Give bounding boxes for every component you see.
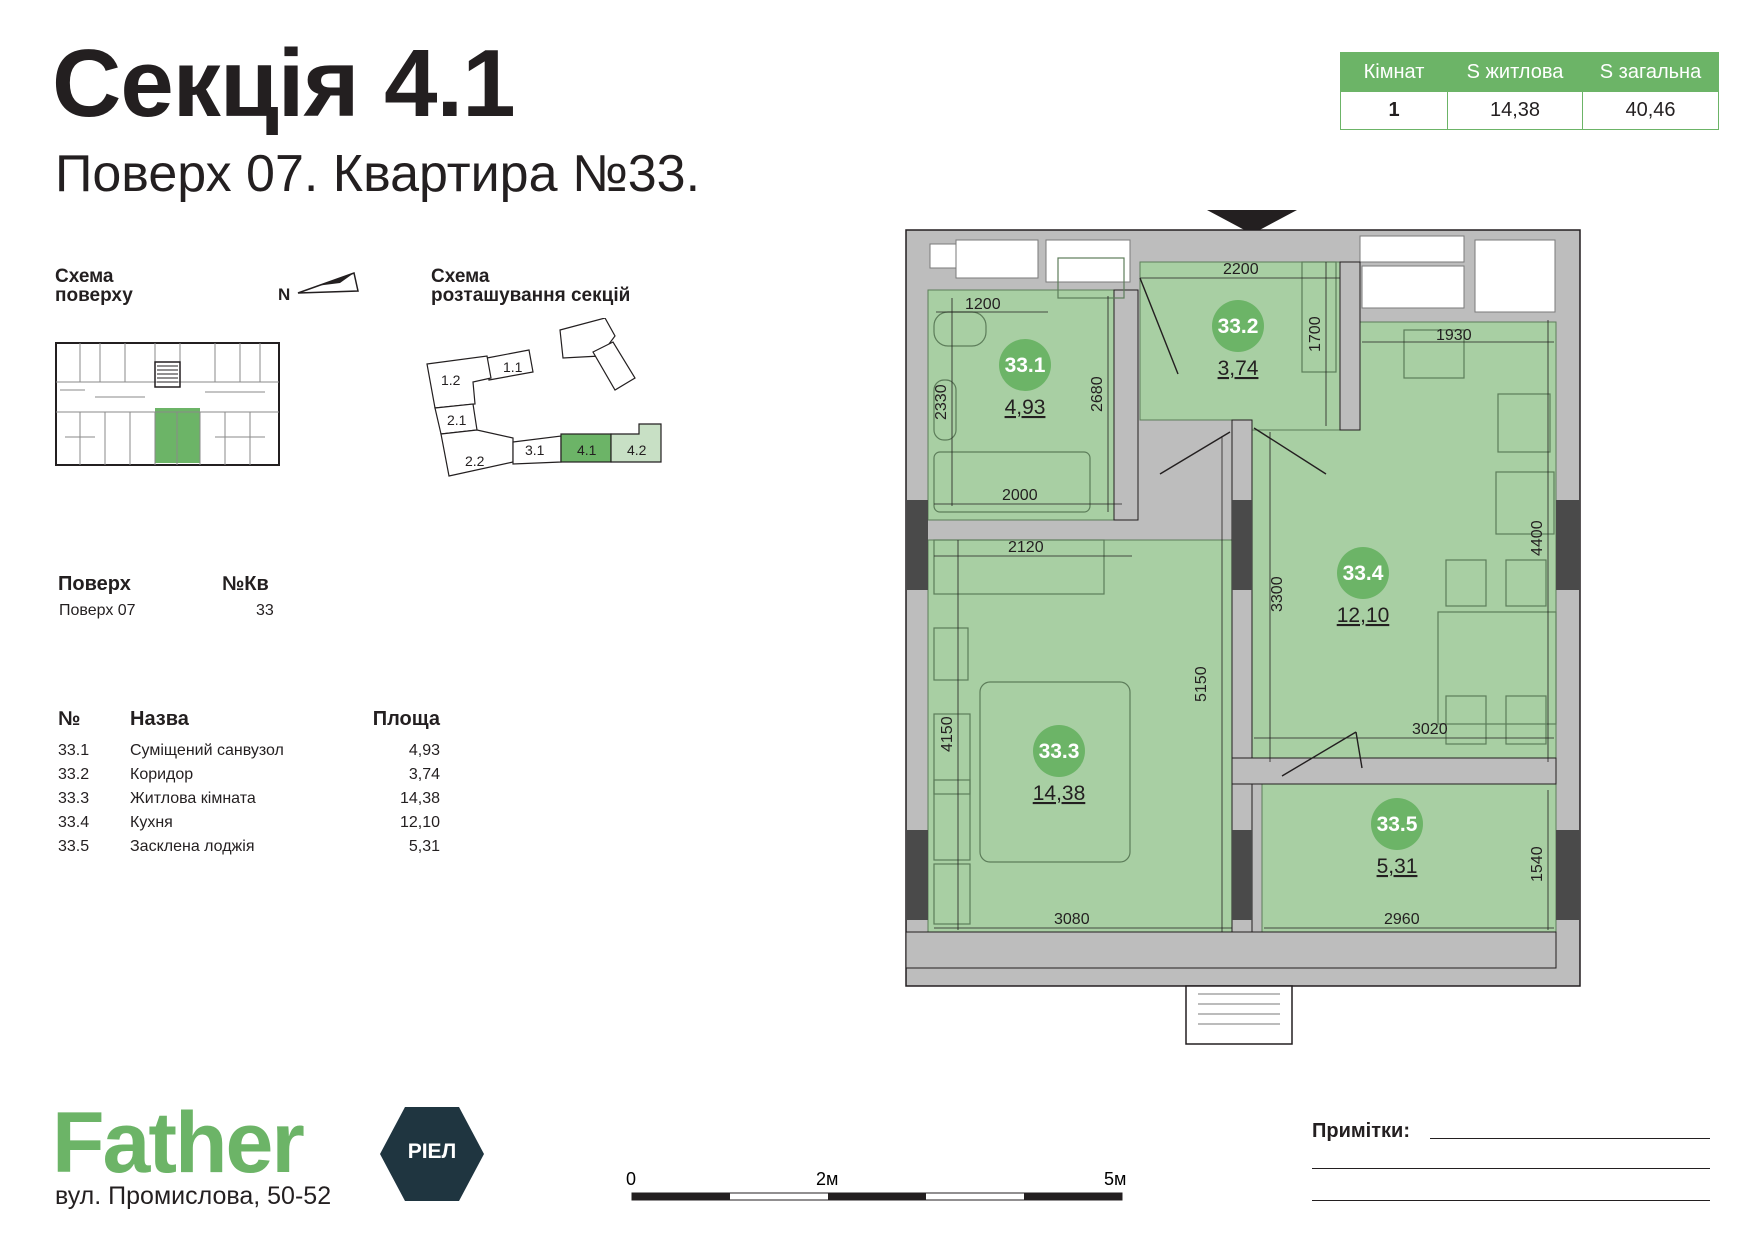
room-badge-33-1: 33.1 4,93 bbox=[999, 339, 1051, 419]
scale-label-2m: 2м bbox=[816, 1169, 838, 1189]
room-area-33-1: 4,93 bbox=[1005, 396, 1046, 419]
summary-living-area-value: 14,38 bbox=[1447, 91, 1583, 130]
dimension-label: 2960 bbox=[1384, 911, 1420, 928]
section-label-1-2: 1.2 bbox=[441, 372, 461, 388]
dimension-label: 2000 bbox=[1002, 487, 1038, 504]
brand-logo: Father bbox=[52, 1095, 305, 1191]
note-line bbox=[1430, 1138, 1710, 1139]
rooms-header-number: № bbox=[58, 708, 81, 730]
room-badge-33-3: 33.3 14,38 bbox=[1033, 725, 1086, 805]
room-badge-33-5: 33.5 5,31 bbox=[1371, 798, 1423, 878]
dimension-label: 2200 bbox=[1223, 261, 1259, 278]
dimension-label: 3300 bbox=[1269, 576, 1286, 612]
summary-header-living-area: S житлова bbox=[1447, 52, 1583, 92]
entrance-marker-icon bbox=[1207, 210, 1297, 234]
room-badge-33-2: 33.2 3,74 bbox=[1212, 300, 1264, 380]
svg-text:33.4: 33.4 bbox=[1343, 562, 1384, 585]
note-line bbox=[1312, 1168, 1710, 1169]
svg-text:33.2: 33.2 bbox=[1218, 315, 1259, 338]
dimension-label: 1930 bbox=[1436, 327, 1472, 344]
dimension-label: 2680 bbox=[1089, 376, 1106, 412]
section-label-1-1: 1.1 bbox=[503, 359, 523, 375]
section-label-2-2: 2.2 bbox=[465, 453, 485, 469]
scale-label-5m: 5м bbox=[1104, 1169, 1126, 1189]
floor-scheme-caption: Схема поверху bbox=[55, 266, 133, 306]
room-badge-33-4: 33.4 12,10 bbox=[1337, 547, 1390, 627]
dimension-label: 4150 bbox=[939, 716, 956, 752]
apartment-number-value: 33 bbox=[256, 602, 274, 619]
dimension-label: 1540 bbox=[1529, 846, 1546, 882]
room-area-33-4: 12,10 bbox=[1337, 604, 1390, 627]
svg-text:33.1: 33.1 bbox=[1005, 354, 1046, 377]
dimension-label: 2330 bbox=[933, 384, 950, 420]
section-scheme-caption: Схема розташування секцій bbox=[431, 266, 631, 306]
section-scheme-map: 1.1 1.2 2.1 2.2 3.1 4.1 4.2 bbox=[426, 318, 662, 477]
scale-label-0: 0 bbox=[626, 1169, 636, 1189]
section-label-4-2: 4.2 bbox=[627, 442, 647, 458]
section-label-2-1: 2.1 bbox=[447, 412, 467, 428]
dimension-label: 2120 bbox=[1008, 539, 1044, 556]
north-label: N bbox=[278, 285, 291, 304]
dimension-label: 5150 bbox=[1193, 666, 1210, 702]
scale-bar: 0 2м 5м bbox=[626, 1169, 1126, 1201]
room-area-33-2: 3,74 bbox=[1218, 357, 1259, 380]
riel-badge-text: РІЕЛ bbox=[407, 1140, 457, 1163]
section-label-3-1: 3.1 bbox=[525, 442, 545, 458]
room-area-33-5: 5,31 bbox=[1377, 855, 1418, 878]
rooms-header-name: Назва bbox=[130, 708, 189, 730]
summary-header-rooms: Кімнат bbox=[1340, 52, 1448, 92]
floor-scheme-map bbox=[55, 342, 280, 466]
dimension-label: 1200 bbox=[965, 296, 1001, 313]
section-label-4-1: 4.1 bbox=[577, 442, 597, 458]
rooms-header-area: Площа bbox=[372, 708, 440, 730]
north-arrow-icon bbox=[297, 272, 359, 294]
apartment-number-header: №Кв bbox=[222, 573, 269, 595]
svg-text:33.5: 33.5 bbox=[1377, 813, 1418, 836]
svg-text:33.3: 33.3 bbox=[1039, 740, 1080, 763]
dimension-label: 3080 bbox=[1054, 911, 1090, 928]
summary-header-total-area: S загальна bbox=[1582, 52, 1719, 92]
room-area-33-3: 14,38 bbox=[1033, 782, 1086, 805]
brand-address: вул. Промислова, 50-52 bbox=[55, 1182, 332, 1210]
summary-table: Кімнат S житлова S загальна 1 14,38 40,4… bbox=[1340, 52, 1719, 130]
dimension-label: 3020 bbox=[1412, 721, 1448, 738]
dimension-label: 1700 bbox=[1307, 316, 1324, 352]
apartment-subtitle: Поверх 07. Квартира №33. bbox=[55, 145, 701, 203]
summary-total-area-value: 40,46 bbox=[1582, 91, 1719, 130]
note-line bbox=[1312, 1200, 1710, 1201]
floor-value: Поверх 07 bbox=[59, 602, 136, 619]
dimension-label: 4400 bbox=[1529, 520, 1546, 556]
notes-label: Примітки: bbox=[1312, 1120, 1410, 1142]
section-title: Секція 4.1 bbox=[52, 30, 516, 137]
riel-badge-icon bbox=[380, 1107, 484, 1201]
floor-header: Поверх bbox=[58, 573, 131, 595]
summary-rooms-value: 1 bbox=[1340, 91, 1448, 130]
